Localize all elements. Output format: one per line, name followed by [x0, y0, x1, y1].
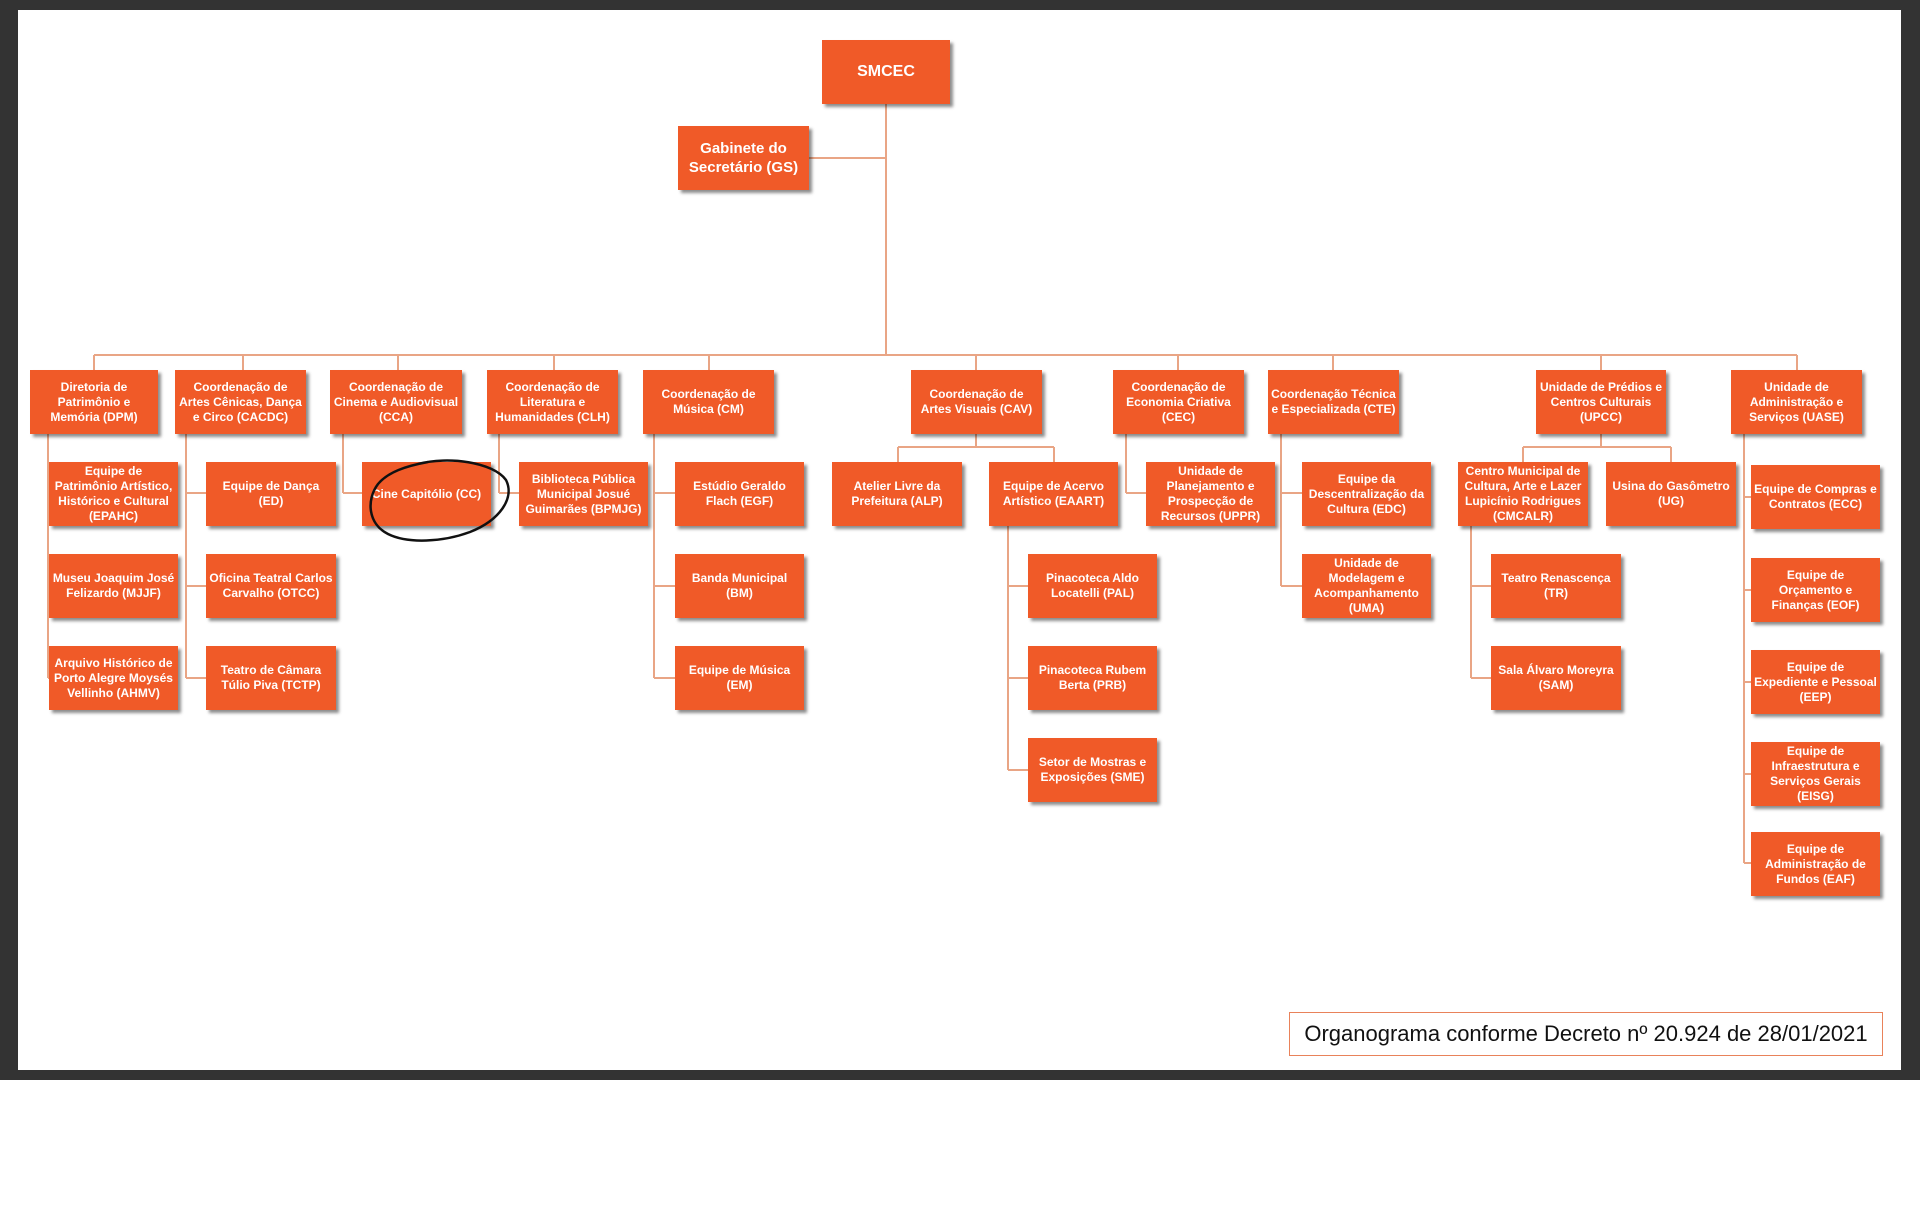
- node-ecc: Equipe de Compras e Contratos (ECC): [1751, 465, 1880, 529]
- node-unit-upcc: Unidade de Prédios e Centros Culturais (…: [1536, 370, 1666, 434]
- node-ug: Usina do Gasômetro (UG): [1606, 462, 1736, 526]
- node-eof: Equipe de Orçamento e Finanças (EOF): [1751, 558, 1880, 622]
- node-unit-cec: Coordenação de Economia Criativa (CEC): [1113, 370, 1244, 434]
- node-unit-cacdc: Coordenação de Artes Cênicas, Dança e Ci…: [175, 370, 306, 434]
- node-eaart: Equipe de Acervo Artístico (EAART): [989, 462, 1118, 526]
- node-unit-cca: Coordenação de Cinema e Audiovisual (CCA…: [330, 370, 462, 434]
- node-egf: Estúdio Geraldo Flach (EGF): [675, 462, 804, 526]
- node-otcc: Oficina Teatral Carlos Carvalho (OTCC): [206, 554, 336, 618]
- node-sam: Sala Álvaro Moreyra (SAM): [1491, 646, 1621, 710]
- node-bm: Banda Municipal (BM): [675, 554, 804, 618]
- node-pal: Pinacoteca Aldo Locatelli (PAL): [1028, 554, 1157, 618]
- node-tr: Teatro Renascença (TR): [1491, 554, 1621, 618]
- node-alp: Atelier Livre da Prefeitura (ALP): [832, 462, 962, 526]
- screenshot-frame: SMCEC Gabinete do Secretário (GS) Direto…: [0, 0, 1920, 1080]
- node-uppr: Unidade de Planejamento e Prospecção de …: [1146, 462, 1275, 526]
- node-unit-cm: Coordenação de Música (CM): [643, 370, 774, 434]
- node-unit-cav: Coordenação de Artes Visuais (CAV): [911, 370, 1042, 434]
- node-eep: Equipe de Expediente e Pessoal (EEP): [1751, 650, 1880, 714]
- node-prb: Pinacoteca Rubem Berta (PRB): [1028, 646, 1157, 710]
- node-bpmjg: Biblioteca Pública Municipal Josué Guima…: [519, 462, 648, 526]
- node-eisg: Equipe de Infraestrutura e Serviços Gera…: [1751, 742, 1880, 806]
- node-cabinet: Gabinete do Secretário (GS): [678, 126, 809, 190]
- node-unit-clh: Coordenação de Literatura e Humanidades …: [487, 370, 618, 434]
- node-tctp: Teatro de Câmara Túlio Piva (TCTP): [206, 646, 336, 710]
- node-cc: Cine Capitólio (CC): [362, 462, 491, 526]
- node-ed: Equipe de Dança (ED): [206, 462, 336, 526]
- node-em: Equipe de Música (EM): [675, 646, 804, 710]
- node-root: SMCEC: [822, 40, 950, 104]
- node-cmcalr: Centro Municipal de Cultura, Arte e Laze…: [1458, 462, 1588, 526]
- node-sme: Setor de Mostras e Exposições (SME): [1028, 738, 1157, 802]
- node-unit-uase: Unidade de Administração e Serviços (UAS…: [1731, 370, 1862, 434]
- node-unit-cte: Coordenação Técnica e Especializada (CTE…: [1268, 370, 1399, 434]
- node-unit-dpm: Diretoria de Patrimônio e Memória (DPM): [30, 370, 158, 434]
- node-uma: Unidade de Modelagem e Acompanhamento (U…: [1302, 554, 1431, 618]
- node-epahc: Equipe de Patrimônio Artístico, Históric…: [49, 462, 178, 526]
- node-ahmv: Arquivo Histórico de Porto Alegre Moysés…: [49, 646, 178, 710]
- caption-label: Organograma conforme Decreto nº 20.924 d…: [1289, 1012, 1883, 1056]
- node-mjjf: Museu Joaquim José Felizardo (MJJF): [49, 554, 178, 618]
- org-chart: SMCEC Gabinete do Secretário (GS) Direto…: [18, 10, 1901, 1070]
- node-eaf: Equipe de Administração de Fundos (EAF): [1751, 832, 1880, 896]
- node-edc: Equipe da Descentralização da Cultura (E…: [1302, 462, 1431, 526]
- connector-lines: [47, 104, 1798, 864]
